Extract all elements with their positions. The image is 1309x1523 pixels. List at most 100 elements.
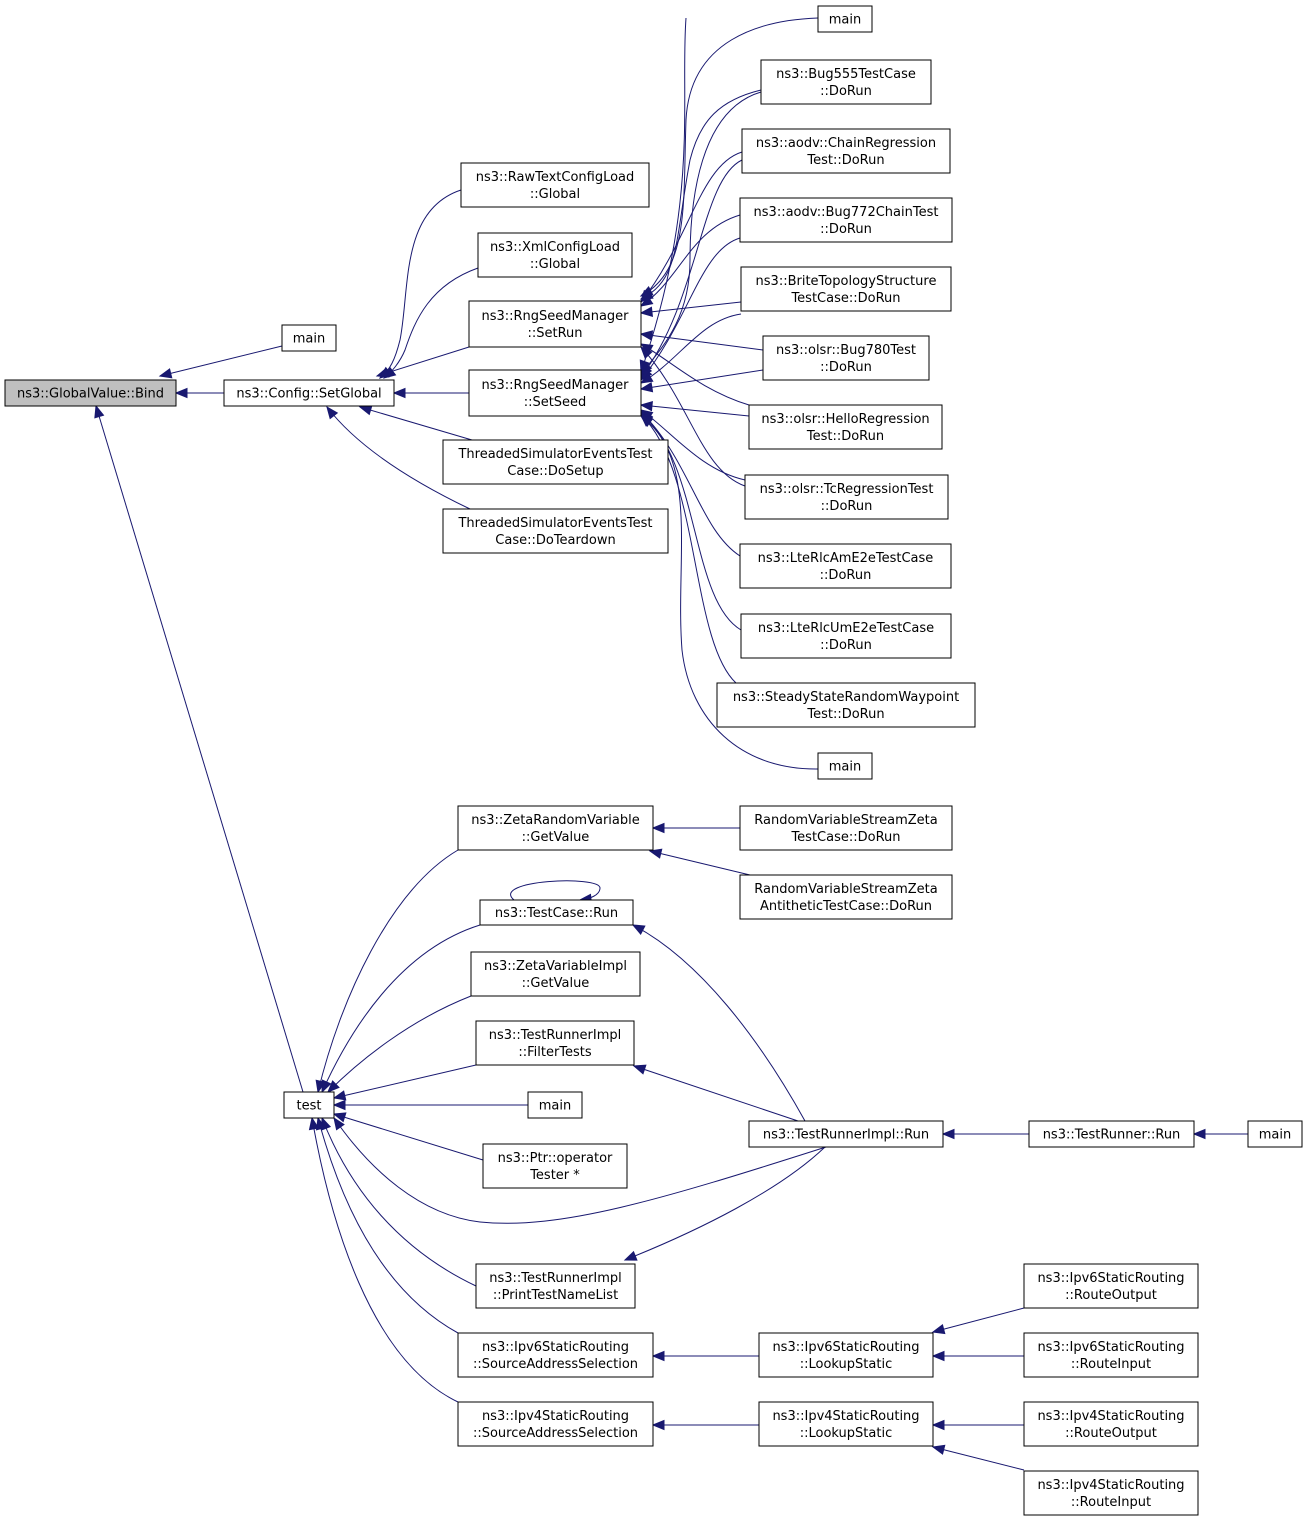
- node-label-ptrop-0: ns3::Ptr::operator: [498, 1151, 613, 1166]
- node-label-rvzetaanti-0: RandomVariableStreamZeta: [754, 882, 937, 897]
- node-v6lookup[interactable]: ns3::Ipv6StaticRouting::LookupStatic: [758, 1332, 934, 1378]
- node-setrun[interactable]: ns3::RngSeedManager::SetRun: [468, 300, 642, 348]
- node-v4in[interactable]: ns3::Ipv4StaticRouting::RouteInput: [1023, 1470, 1199, 1516]
- node-r_brite[interactable]: ns3::BriteTopologyStructureTestCase::DoR…: [740, 266, 952, 312]
- node-label-r_hello-1: Test::DoRun: [806, 429, 884, 444]
- edge-setseed-from-r_brite: [640, 313, 742, 384]
- node-bind[interactable]: ns3::GlobalValue::Bind: [4, 379, 177, 407]
- arrowhead-v6src-from-v6lookup: [651, 1350, 665, 1362]
- node-label-v4lookup-0: ns3::Ipv4StaticRouting: [772, 1409, 919, 1424]
- node-label-r_bug780-1: ::DoRun: [820, 360, 872, 375]
- node-setseed[interactable]: ns3::RngSeedManager::SetSeed: [468, 369, 642, 417]
- node-box-rvzeta: [739, 805, 953, 851]
- node-label-tcrun-0: ns3::TestCase::Run: [495, 906, 618, 921]
- edge-bind-from-test: [95, 405, 304, 1093]
- arrowhead-test-from-trimplrun: [333, 1116, 345, 1131]
- node-v4out[interactable]: ns3::Ipv4StaticRouting::RouteOutput: [1023, 1401, 1199, 1447]
- node-label-xmlcfg-1: ::Global: [530, 257, 580, 272]
- edge-setglobal-from-xmlcfg: [383, 267, 479, 379]
- node-trrun[interactable]: ns3::TestRunner::Run: [1028, 1120, 1195, 1148]
- node-main_a[interactable]: main: [281, 324, 337, 352]
- arrowhead-setrun-from-r_tc: [640, 346, 653, 360]
- edge-test-from-zetarv: [317, 849, 459, 1093]
- node-trimplrun[interactable]: ns3::TestRunnerImpl::Run: [748, 1120, 944, 1148]
- arrowhead-setseed-from-r_hello: [639, 400, 653, 412]
- node-label-rvzetaanti-1: AntitheticTestCase::DoRun: [760, 899, 932, 914]
- node-label-v6lookup-0: ns3::Ipv6StaticRouting: [772, 1340, 919, 1355]
- node-box-r_steady: [716, 682, 976, 728]
- node-main_r[interactable]: main: [1247, 1120, 1303, 1148]
- node-xmlcfg[interactable]: ns3::XmlConfigLoad::Global: [477, 232, 633, 278]
- edge-bind-from-main_a: [159, 345, 283, 377]
- node-main_t[interactable]: main: [527, 1091, 583, 1119]
- node-box-setrun: [468, 300, 642, 348]
- edge-test-from-trimplrun: [333, 1117, 827, 1224]
- node-box-main_a: [281, 324, 337, 352]
- node-label-zetarv-1: ::GetValue: [522, 830, 590, 845]
- arrowhead-setglobal-from-tsetup: [358, 405, 373, 416]
- node-box-trrun: [1028, 1120, 1195, 1148]
- edge-test-from-v4src: [311, 1117, 459, 1403]
- node-printlist[interactable]: ns3::TestRunnerImpl::PrintTestNameList: [475, 1263, 636, 1309]
- node-r_tc[interactable]: ns3::olsr::TcRegressionTest::DoRun: [744, 474, 949, 520]
- node-label-r_lteum-1: ::DoRun: [820, 638, 872, 653]
- arrowhead-trrun-from-main_r: [1192, 1128, 1206, 1140]
- edge-setseed-from-r_bug780: [640, 369, 764, 390]
- node-r_main1[interactable]: main: [817, 5, 873, 33]
- edge-setglobal-from-tsetup: [359, 406, 473, 441]
- edge-setseed-from-r_hello: [640, 404, 750, 417]
- node-zetarv[interactable]: ns3::ZetaRandomVariable::GetValue: [457, 805, 654, 851]
- node-box-tcrun: [479, 899, 634, 926]
- edge-setglobal-from-rawtext: [379, 189, 462, 379]
- node-v6in[interactable]: ns3::Ipv6StaticRouting::RouteInput: [1023, 1332, 1199, 1378]
- arrowhead-v6lookup-from-v6in: [931, 1350, 945, 1362]
- arrowhead-test-from-main_t: [332, 1099, 346, 1111]
- node-label-r_steady-0: ns3::SteadyStateRandomWaypoint: [733, 690, 959, 705]
- node-r_main2[interactable]: main: [817, 752, 873, 780]
- node-label-setrun-0: ns3::RngSeedManager: [481, 309, 629, 324]
- node-label-v6in-1: ::RouteInput: [1071, 1357, 1151, 1372]
- node-label-v4in-0: ns3::Ipv4StaticRouting: [1037, 1478, 1184, 1493]
- node-label-r_bug772-1: ::DoRun: [820, 222, 872, 237]
- node-r_bug555[interactable]: ns3::Bug555TestCase::DoRun: [760, 59, 932, 105]
- node-tteardown[interactable]: ThreadedSimulatorEventsTestCase::DoTeard…: [442, 508, 669, 554]
- node-r_steady[interactable]: ns3::SteadyStateRandomWaypointTest::DoRu…: [716, 682, 976, 728]
- node-zetaimpl[interactable]: ns3::ZetaVariableImpl::GetValue: [470, 951, 641, 997]
- node-v6src[interactable]: ns3::Ipv6StaticRouting::SourceAddressSel…: [457, 1332, 654, 1378]
- node-label-filter-0: ns3::TestRunnerImpl: [489, 1028, 622, 1043]
- node-box-r_tc: [744, 474, 949, 520]
- node-r_lteam[interactable]: ns3::LteRlcAmE2eTestCase::DoRun: [739, 543, 952, 589]
- node-r_bug772[interactable]: ns3::aodv::Bug772ChainTest::DoRun: [739, 197, 953, 243]
- node-rawtext[interactable]: ns3::RawTextConfigLoad::Global: [460, 162, 650, 208]
- node-filter[interactable]: ns3::TestRunnerImpl::FilterTests: [475, 1020, 635, 1066]
- node-box-v4lookup: [758, 1401, 934, 1447]
- edge-printlist-from-trimplrun: [624, 1146, 826, 1261]
- node-label-r_brite-0: ns3::BriteTopologyStructure: [756, 274, 937, 289]
- arrowhead-setrun-from-r_brite: [639, 306, 654, 317]
- node-rvzetaanti[interactable]: RandomVariableStreamZetaAntitheticTestCa…: [739, 874, 953, 920]
- node-test[interactable]: test: [283, 1091, 335, 1119]
- node-label-tteardown-1: Case::DoTeardown: [495, 533, 615, 548]
- arrowhead-setglobal-from-setseed: [392, 387, 406, 399]
- node-r_lteum[interactable]: ns3::LteRlcUmE2eTestCase::DoRun: [740, 613, 952, 659]
- node-tcrun[interactable]: ns3::TestCase::Run: [479, 899, 634, 926]
- node-v4lookup[interactable]: ns3::Ipv4StaticRouting::LookupStatic: [758, 1401, 934, 1447]
- edge-setseed-from-r_main1: [640, 17, 687, 373]
- arrowhead-setglobal-from-setrun: [375, 367, 390, 378]
- node-label-trrun-0: ns3::TestRunner::Run: [1043, 1128, 1181, 1143]
- node-v6out[interactable]: ns3::Ipv6StaticRouting::RouteOutput: [1023, 1263, 1199, 1309]
- node-v4src[interactable]: ns3::Ipv4StaticRouting::SourceAddressSel…: [457, 1401, 654, 1447]
- arrowhead-bind-from-setglobal: [174, 387, 188, 399]
- node-label-r_hello-0: ns3::olsr::HelloRegression: [761, 412, 929, 427]
- node-label-r_bug780-0: ns3::olsr::Bug780Test: [776, 343, 916, 358]
- arrowhead-setglobal-from-tteardown: [326, 405, 339, 420]
- edge-zetarv-from-rvzetaanti: [649, 850, 751, 876]
- node-r_bug780[interactable]: ns3::olsr::Bug780Test::DoRun: [762, 335, 930, 381]
- node-setglobal[interactable]: ns3::Config::SetGlobal: [223, 379, 395, 407]
- edge-v6lookup-from-v6out: [932, 1307, 1025, 1333]
